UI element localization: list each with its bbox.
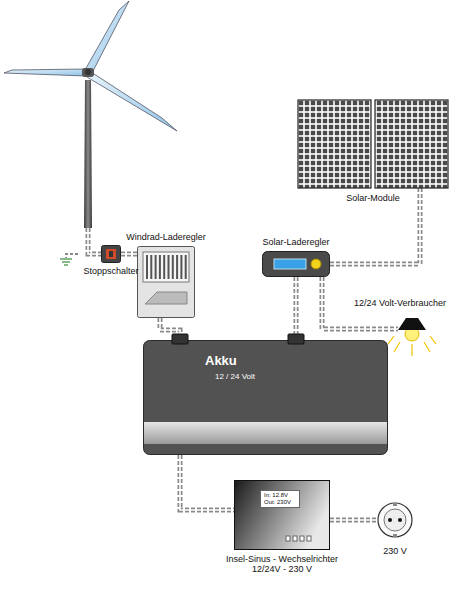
stop-switch-node: Stoppschalter — [101, 245, 121, 263]
ground-symbol — [60, 259, 72, 265]
cable-core — [330, 188, 420, 264]
turbine-blade — [4, 69, 86, 76]
cable — [121, 252, 137, 257]
turbine-nacelle — [82, 68, 94, 77]
cable-group — [296, 277, 297, 334]
cable — [294, 277, 299, 334]
wind-controller-node: Windrad-Laderegler — [137, 246, 195, 318]
cable — [330, 518, 377, 523]
turbine-cable-core — [88, 228, 101, 254]
cable-group — [160, 318, 180, 334]
cable — [180, 455, 234, 510]
inverter-node: In: 12.8VOut: 230VInsel-Sinus - Wechselr… — [234, 480, 330, 550]
node-label: 12/24 Volt-Verbraucher — [354, 298, 446, 308]
display-value: Out: 230V — [264, 499, 296, 506]
turbine-blade — [85, 1, 129, 73]
cable — [330, 188, 420, 264]
socket-symbol — [377, 502, 413, 538]
cable-group — [330, 188, 420, 264]
turbine-tower — [84, 80, 92, 228]
turbine-cable — [88, 228, 101, 254]
node-label: Windrad-Laderegler — [126, 232, 206, 242]
cable-group — [330, 520, 377, 521]
solar-panel — [375, 100, 448, 188]
solar-panel-shape — [298, 100, 448, 188]
cable-core — [180, 455, 234, 510]
solar-panel — [298, 100, 371, 188]
solar-controller-shape — [262, 251, 330, 277]
cable-group — [121, 254, 137, 255]
cable-group — [180, 455, 234, 510]
cable — [160, 318, 180, 334]
solar-controller-node: Solar-Laderegler — [262, 251, 330, 277]
cable-core — [121, 253, 137, 255]
cable-core — [295, 277, 297, 334]
node-label: Solar-Module — [346, 193, 400, 203]
battery-terminal — [172, 334, 188, 344]
cable-core — [160, 318, 180, 334]
battery-title: Akku — [205, 354, 396, 369]
lamp-symbol — [398, 318, 426, 340]
wind-controller-shape — [137, 246, 195, 318]
ground-cable — [66, 254, 78, 258]
inverter-display: In: 12.8VOut: 230V — [260, 490, 300, 508]
battery-node: Akku 12 / 24 Volt — [143, 340, 396, 455]
turbine-hub — [85, 69, 91, 75]
node-label: Solar-Laderegler — [262, 237, 329, 247]
display-value: In: 12.8V — [264, 492, 296, 499]
solar-module-node: Solar-Module — [298, 100, 448, 188]
battery-shape — [143, 340, 388, 455]
cable-core — [330, 519, 377, 521]
node-label: 230 V — [383, 546, 407, 556]
socket-node: 230 V — [377, 502, 413, 538]
node-label: Insel-Sinus - Wechselrichter 12/24V - 23… — [217, 554, 347, 575]
consumer-node: 12/24 Volt-Verbraucher — [398, 318, 426, 340]
battery-voltage: 12 / 24 Volt — [215, 372, 396, 381]
node-label: Stoppschalter — [83, 266, 138, 276]
battery-terminal — [288, 334, 304, 344]
turbine-blade — [87, 72, 177, 131]
stop-switch-shape — [101, 245, 121, 263]
